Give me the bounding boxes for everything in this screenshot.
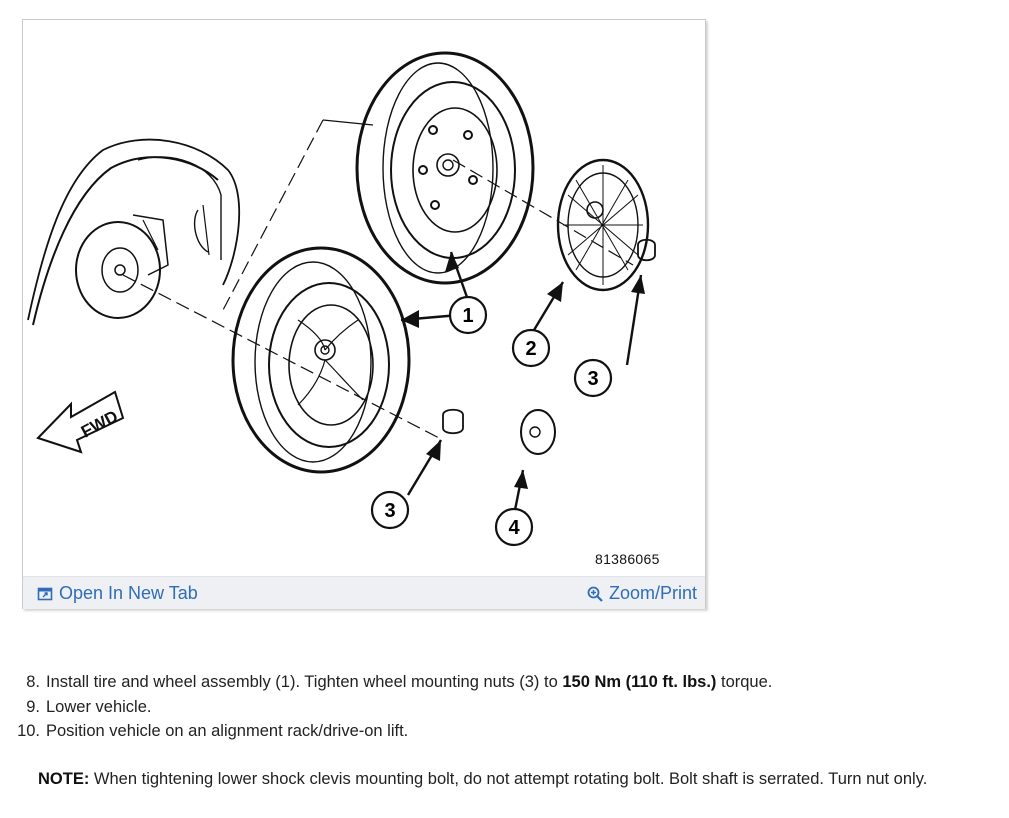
note-paragraph: NOTE: When tightening lower shock clevis… — [38, 770, 927, 789]
step-number: 8. — [26, 673, 40, 691]
open-in-new-tab-button[interactable]: Open In New Tab — [37, 583, 198, 604]
step-text: Position vehicle on an alignment rack/dr… — [46, 722, 409, 740]
fwd-arrow-icon: FWD — [36, 390, 125, 454]
procedure-steps: 8. Install tire and wheel assembly (1). … — [0, 670, 1009, 744]
note-label: NOTE: — [38, 770, 90, 788]
zoom-print-button[interactable]: Zoom/Print — [587, 583, 697, 604]
callout-4: 4 — [508, 517, 520, 539]
figure-toolbar: Open In New Tab Zoom/Print — [23, 576, 705, 609]
wheel-installation-illustration: FWD 1 2 3 3 4 — [27, 51, 656, 547]
step-number: 10. — [17, 722, 40, 740]
step-number: 9. — [26, 697, 40, 716]
note-text: When tightening lower shock clevis mount… — [89, 770, 928, 788]
step-text: Install tire and wheel assembly (1). Tig… — [46, 673, 773, 691]
torque-spec: 150 Nm (110 ft. lbs.) — [562, 673, 717, 691]
callout-2: 2 — [525, 338, 536, 360]
external-window-icon — [37, 587, 53, 600]
step-item: 10. Position vehicle on an alignment rac… — [0, 719, 1009, 744]
step-item: 9. Lower vehicle. — [0, 695, 1009, 720]
callout-3-upper: 3 — [587, 368, 598, 390]
magnifier-plus-icon — [587, 586, 603, 602]
figure-id: 81386065 — [595, 551, 660, 567]
figure-container: FWD 1 2 3 3 4 81386065 Open In New Tab — [22, 19, 706, 609]
callout-3-lower: 3 — [384, 500, 395, 522]
step-item: 8. Install tire and wheel assembly (1). … — [0, 670, 1009, 695]
zoom-print-label: Zoom/Print — [608, 583, 697, 603]
step-text: Lower vehicle. — [46, 697, 152, 716]
open-in-new-tab-label: Open In New Tab — [59, 583, 198, 603]
callout-1: 1 — [462, 305, 473, 327]
